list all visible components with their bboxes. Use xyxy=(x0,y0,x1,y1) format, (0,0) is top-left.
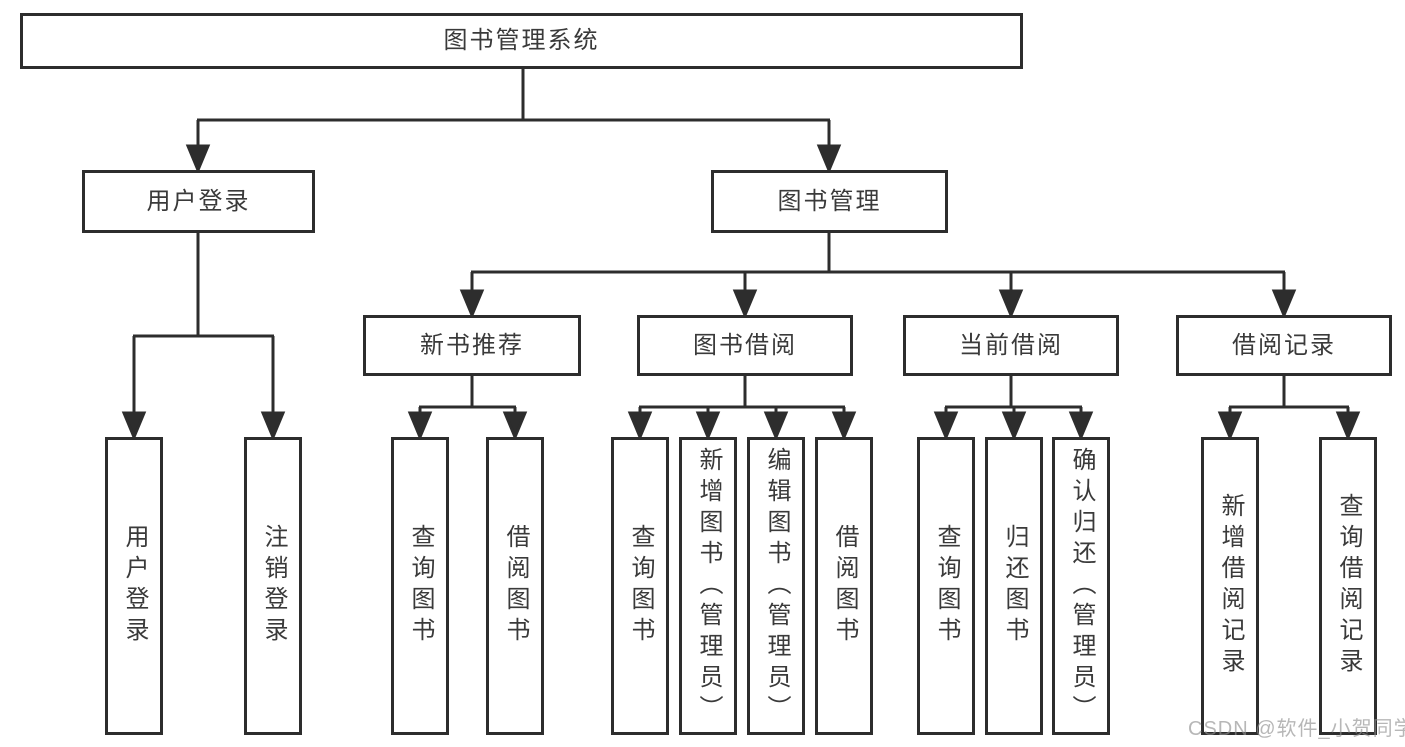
leaf-add-borrow-record: 新增借阅记录 xyxy=(1201,437,1259,735)
leaf-user-login: 用户登录 xyxy=(105,437,163,735)
arrowhead xyxy=(816,144,842,174)
connector-book-borrow-children xyxy=(627,376,857,441)
node-label: 借阅记录 xyxy=(1232,331,1336,359)
node-label: 确认归还（管理员） xyxy=(1068,446,1095,726)
connector-current-borrow-children xyxy=(933,376,1094,441)
arrowhead xyxy=(695,411,721,441)
node-label: 用户登录 xyxy=(121,524,148,648)
node-label: 新书推荐 xyxy=(420,331,524,359)
arrowhead xyxy=(1001,411,1027,441)
node-label: 图书管理系统 xyxy=(443,27,600,54)
connector-borrow-record-children xyxy=(1217,376,1361,441)
node-label: 注销登录 xyxy=(260,524,287,648)
arrowhead xyxy=(1068,411,1094,441)
node-label: 当前借阅 xyxy=(959,331,1063,359)
connector-book-mgmt-to-level3 xyxy=(459,233,1297,319)
arrowhead xyxy=(831,411,857,441)
node-root-library-system: 图书管理系统 xyxy=(20,13,1023,69)
connector-user-login-children xyxy=(121,233,286,441)
leaf-confirm-return-admin: 确认归还（管理员） xyxy=(1052,437,1110,735)
arrowhead xyxy=(998,289,1024,319)
connector-new-books-children xyxy=(407,376,528,441)
node-label: 新增图书（管理员） xyxy=(695,446,722,726)
node-label: 归还图书 xyxy=(1001,524,1028,648)
leaf-borrow-books: 借阅图书 xyxy=(815,437,873,735)
arrowhead xyxy=(1335,411,1361,441)
arrowhead xyxy=(763,411,789,441)
arrowhead xyxy=(260,411,286,441)
node-label: 查询图书 xyxy=(627,524,654,648)
leaf-logout: 注销登录 xyxy=(244,437,302,735)
node-label: 借阅图书 xyxy=(831,524,858,648)
node-user-login: 用户登录 xyxy=(82,170,315,233)
arrowhead xyxy=(185,144,211,174)
node-label: 图书借阅 xyxy=(693,331,797,359)
node-label: 新增借阅记录 xyxy=(1217,493,1244,679)
node-label: 查询图书 xyxy=(933,524,960,648)
node-label: 查询图书 xyxy=(407,524,434,648)
arrowhead xyxy=(121,411,147,441)
arrowhead xyxy=(502,411,528,441)
arrowhead xyxy=(732,289,758,319)
node-label: 用户登录 xyxy=(146,187,251,215)
node-label: 图书管理 xyxy=(777,187,882,215)
node-book-management: 图书管理 xyxy=(711,170,948,233)
leaf-add-books-admin: 新增图书（管理员） xyxy=(679,437,737,735)
node-new-book-recommend: 新书推荐 xyxy=(363,315,581,376)
arrowhead xyxy=(627,411,653,441)
node-book-borrow: 图书借阅 xyxy=(637,315,853,376)
arrowhead xyxy=(407,411,433,441)
arrowhead xyxy=(459,289,485,319)
leaf-query-books: 查询图书 xyxy=(611,437,669,735)
leaf-query-books-recommend: 查询图书 xyxy=(391,437,449,735)
node-label: 编辑图书（管理员） xyxy=(763,446,790,726)
arrowhead xyxy=(1217,411,1243,441)
node-borrow-record: 借阅记录 xyxy=(1176,315,1392,376)
connector-root-to-level2 xyxy=(185,69,842,174)
arrowhead xyxy=(1271,289,1297,319)
csdn-watermark: CSDN @软件_小贺同学 xyxy=(1188,718,1405,740)
leaf-query-borrow-record: 查询借阅记录 xyxy=(1319,437,1377,735)
arrowhead xyxy=(933,411,959,441)
node-current-borrow: 当前借阅 xyxy=(903,315,1119,376)
leaf-query-books-current: 查询图书 xyxy=(917,437,975,735)
leaf-return-books: 归还图书 xyxy=(985,437,1043,735)
node-label: 查询借阅记录 xyxy=(1335,493,1362,679)
node-label: 借阅图书 xyxy=(502,524,529,648)
leaf-borrow-books-recommend: 借阅图书 xyxy=(486,437,544,735)
leaf-edit-books-admin: 编辑图书（管理员） xyxy=(747,437,805,735)
